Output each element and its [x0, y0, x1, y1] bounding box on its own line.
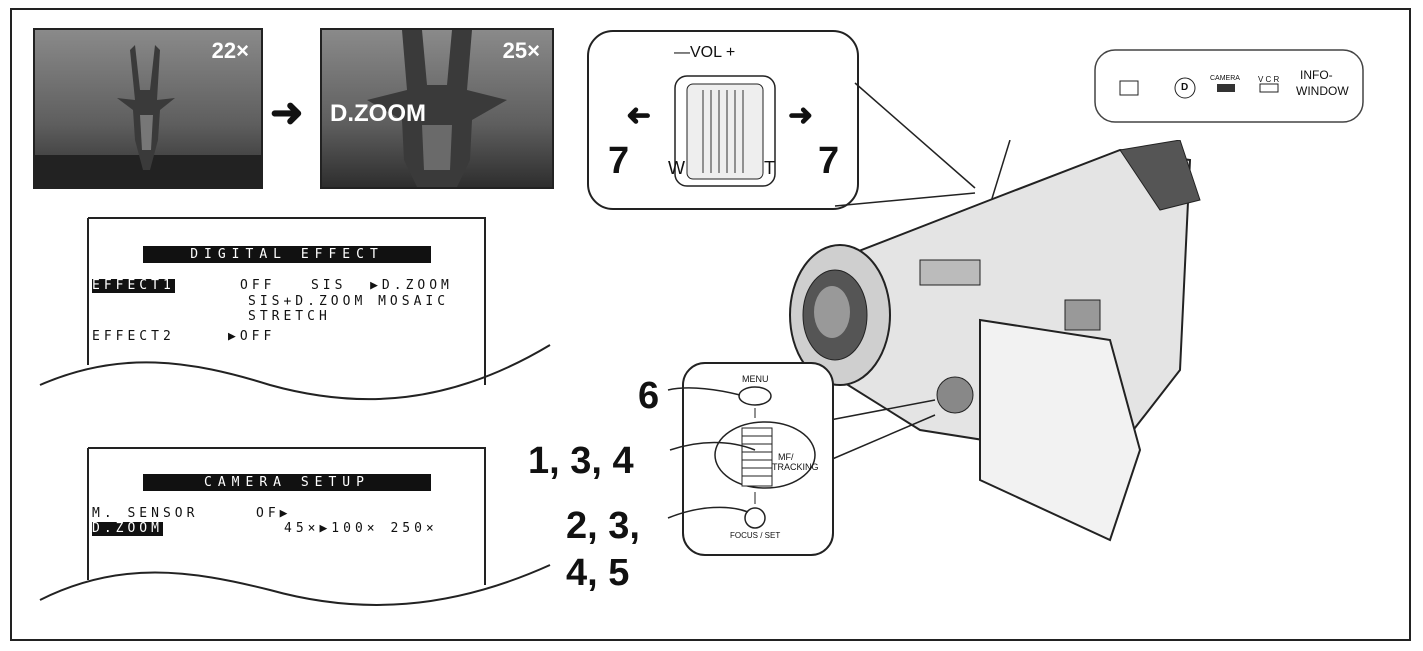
vcr-label: V C R	[1258, 75, 1280, 84]
effect2-value: ▶OFF	[228, 329, 276, 344]
info-window-callout	[1094, 49, 1364, 123]
info-label-2: WINDOW	[1296, 84, 1349, 98]
camera-setup-title: CAMERA SETUP	[143, 474, 431, 491]
step-4-5: 4, 5	[566, 552, 630, 594]
effect2-label: EFFECT2	[92, 329, 175, 344]
camera-setup-menu-frame	[39, 447, 551, 606]
zoom-indicator: 22×	[211, 38, 249, 63]
d-icon: D	[1181, 82, 1189, 93]
focus-set-label: FOCUS / SET	[730, 531, 781, 540]
menu-button-label: MENU	[742, 374, 769, 384]
tele-label: T	[764, 158, 775, 178]
msensor-value: OF▶	[256, 506, 292, 521]
dzoom-label: D.ZOOM	[92, 521, 163, 536]
camcorder-illustration	[789, 140, 1201, 542]
right-arrow-icon: ➜	[270, 91, 304, 135]
wide-label: W	[668, 158, 685, 178]
zoom-indicator: 25×	[502, 38, 540, 63]
effect1-row1: OFF SIS ▶D.ZOOM	[240, 278, 453, 293]
step-2-3: 2, 3,	[566, 505, 640, 547]
step-leader-lines	[667, 387, 756, 519]
step-7-right: 7	[818, 140, 840, 182]
right-arrow-icon: ➜	[788, 99, 814, 132]
giraffe-photo-before: 22×	[33, 28, 263, 189]
zoom-lever-callout	[587, 30, 976, 210]
effect1-label: EFFECT1	[92, 278, 175, 293]
giraffe-zoomed-image	[367, 30, 507, 187]
dzoom-label: D.ZOOM	[330, 100, 426, 127]
dzoom-value: 45×▶100× 250×	[284, 521, 438, 536]
giraffe-image	[35, 45, 261, 187]
diagram-frame	[10, 8, 1411, 641]
msensor-label: M. SENSOR	[92, 506, 199, 521]
digital-effect-menu-frame	[39, 217, 551, 401]
dial-label-1: MF/	[778, 452, 794, 462]
info-label-1: INFO-	[1300, 68, 1333, 82]
step-1-3-4: 1, 3, 4	[528, 440, 634, 482]
vol-label: —VOL +	[674, 44, 736, 61]
dial-label-2: TRACKING	[772, 462, 819, 472]
left-arrow-icon: ➜	[626, 99, 652, 132]
step-6: 6	[638, 375, 660, 417]
effect1-row3: STRETCH	[248, 309, 331, 324]
camera-label: CAMERA	[1210, 75, 1240, 82]
effect1-row2: SIS+D.ZOOM MOSAIC	[248, 294, 450, 309]
digital-effect-title: DIGITAL EFFECT	[143, 246, 431, 263]
giraffe-photo-after: 25× D.ZOOM	[320, 28, 554, 189]
step-7-left: 7	[608, 140, 630, 182]
